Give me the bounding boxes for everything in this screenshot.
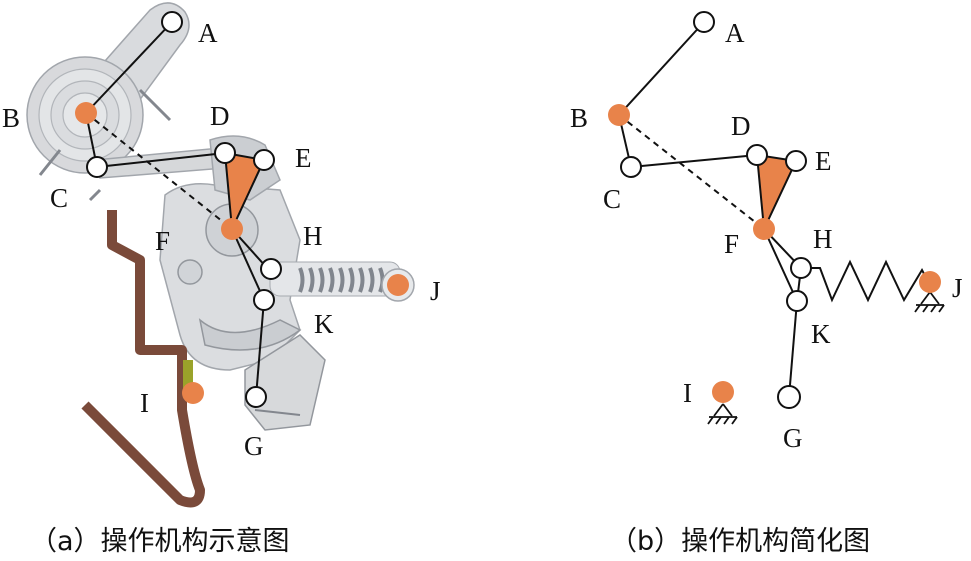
joint-e xyxy=(785,150,807,172)
joint-h xyxy=(260,258,282,280)
panel-a-labels: A B C D E F H J K I G xyxy=(2,18,441,461)
joint-b xyxy=(608,104,630,126)
panel-b-joints xyxy=(608,11,941,409)
label-g: G xyxy=(783,423,803,453)
latch-tab xyxy=(183,360,193,388)
joint-b xyxy=(75,102,97,124)
label-g: G xyxy=(244,431,264,461)
joint-g xyxy=(777,385,801,409)
joint-j xyxy=(919,271,941,293)
label-j: J xyxy=(430,276,441,306)
label-b: B xyxy=(570,103,588,133)
triangle-DEF-link xyxy=(755,153,798,233)
panel-a-joints xyxy=(75,11,409,408)
label-i: I xyxy=(683,378,692,408)
label-f: F xyxy=(155,226,170,256)
label-k: K xyxy=(314,309,334,339)
joint-i xyxy=(712,381,734,403)
label-i: I xyxy=(140,388,149,418)
label-h: H xyxy=(813,224,833,254)
joint-c xyxy=(620,156,642,178)
ground-symbol-i xyxy=(707,403,738,425)
panel-a-schematic: A B C D E F H J K I G （a）操作机构示意图 xyxy=(2,2,441,557)
label-f: F xyxy=(724,229,739,259)
joint-d xyxy=(746,144,768,166)
label-c: C xyxy=(603,184,621,214)
joint-f xyxy=(221,218,243,240)
joint-a xyxy=(693,11,715,33)
label-a: A xyxy=(725,18,745,48)
label-e: E xyxy=(815,146,832,176)
label-e: E xyxy=(295,143,312,173)
joint-k xyxy=(253,289,275,311)
panel-b-links xyxy=(618,21,931,398)
joint-g xyxy=(245,386,267,408)
panel-b-simplified: A B C D E F H J K I G （b）操作机构简化图 xyxy=(570,11,963,557)
panel-a-mechanism-body xyxy=(26,2,415,431)
joint-i xyxy=(182,382,204,404)
label-k: K xyxy=(811,319,831,349)
label-b: B xyxy=(2,103,20,133)
label-d: D xyxy=(210,101,230,131)
joint-k xyxy=(786,290,808,312)
joint-a xyxy=(161,11,183,33)
joint-h xyxy=(790,257,812,279)
handle-bar xyxy=(81,210,205,508)
panel-b-labels: A B C D E F H J K I G xyxy=(570,18,963,453)
label-h: H xyxy=(303,221,323,251)
label-j: J xyxy=(952,273,963,303)
caption-a: （a）操作机构示意图 xyxy=(30,526,290,557)
caption-b: （b）操作机构简化图 xyxy=(610,526,870,557)
ground-symbol-j xyxy=(914,291,945,313)
joint-d xyxy=(214,142,236,164)
joint-j xyxy=(387,274,409,296)
label-d: D xyxy=(731,111,751,141)
joint-c xyxy=(86,156,108,178)
triangle-DEF-link xyxy=(223,151,266,233)
joint-f xyxy=(753,218,775,240)
label-a: A xyxy=(198,18,218,48)
label-c: C xyxy=(50,183,68,213)
spring xyxy=(801,259,931,303)
joint-e xyxy=(253,149,275,171)
